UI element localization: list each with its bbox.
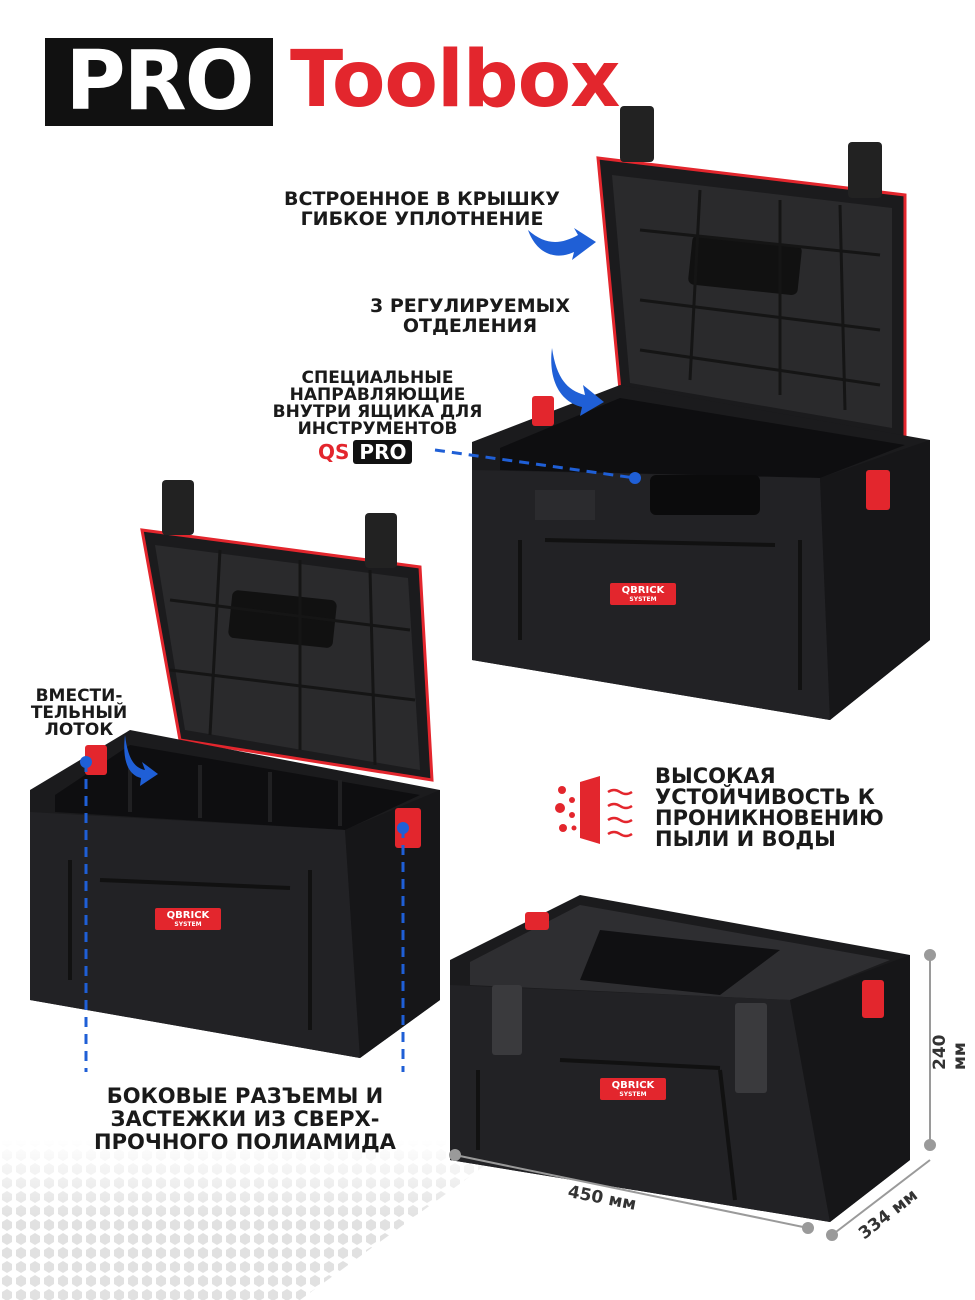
callout-guides: СПЕЦИАЛЬНЫЕ НАПРАВЛЯЮЩИЕ ВНУТРИ ЯЩИКА ДЛ… (272, 368, 483, 439)
dust-water-icon (555, 776, 633, 844)
brand-name: QBRICK (611, 1080, 655, 1091)
brand-sub: SYSTEM (619, 1091, 647, 1098)
open-box-left (30, 480, 440, 1058)
brand-sub: SYSTEM (174, 921, 202, 928)
brand-plate-closed: QBRICK SYSTEM (602, 1080, 664, 1098)
hex-pattern (0, 1140, 520, 1300)
closed-box (450, 895, 910, 1222)
qs-mark: QS (318, 440, 350, 464)
callout-side-parts: БОКОВЫЕ РАЗЪЕМЫ И ЗАСТЕЖКИ ИЗ СВЕРХ- ПРО… (94, 1084, 396, 1155)
brand-sub: SYSTEM (629, 596, 657, 603)
brand-name: QBRICK (166, 910, 210, 921)
pro-badge: PRO (45, 38, 273, 126)
dimension-lines (449, 949, 936, 1241)
callout-arrows (124, 228, 604, 786)
brand-plate-left: QBRICK SYSTEM (157, 910, 219, 928)
open-box-top (472, 106, 930, 720)
brand-name: QBRICK (621, 585, 665, 596)
callout-lid-seal: ВСТРОЕННОЕ В КРЫШКУ ГИБКОЕ УПЛОТНЕНИЕ (284, 188, 560, 230)
dimension-height: 240 мм (930, 1034, 970, 1071)
page-title: Toolbox (290, 35, 620, 125)
brand-plate-top: QBRICK SYSTEM (612, 585, 674, 603)
callout-leaders (84, 448, 636, 1072)
callout-tray: ВМЕСТИ- ТЕЛЬНЫЙ ЛОТОК (30, 686, 128, 740)
callout-resistance: ВЫСОКАЯ УСТОЙЧИВОСТЬ К ПРОНИКНОВЕНИЮ ПЫЛ… (655, 764, 884, 851)
pro-mark: PRO (353, 440, 413, 464)
callout-compartments: 3 РЕГУЛИРУЕМЫХ ОТДЕЛЕНИЯ (370, 295, 570, 337)
